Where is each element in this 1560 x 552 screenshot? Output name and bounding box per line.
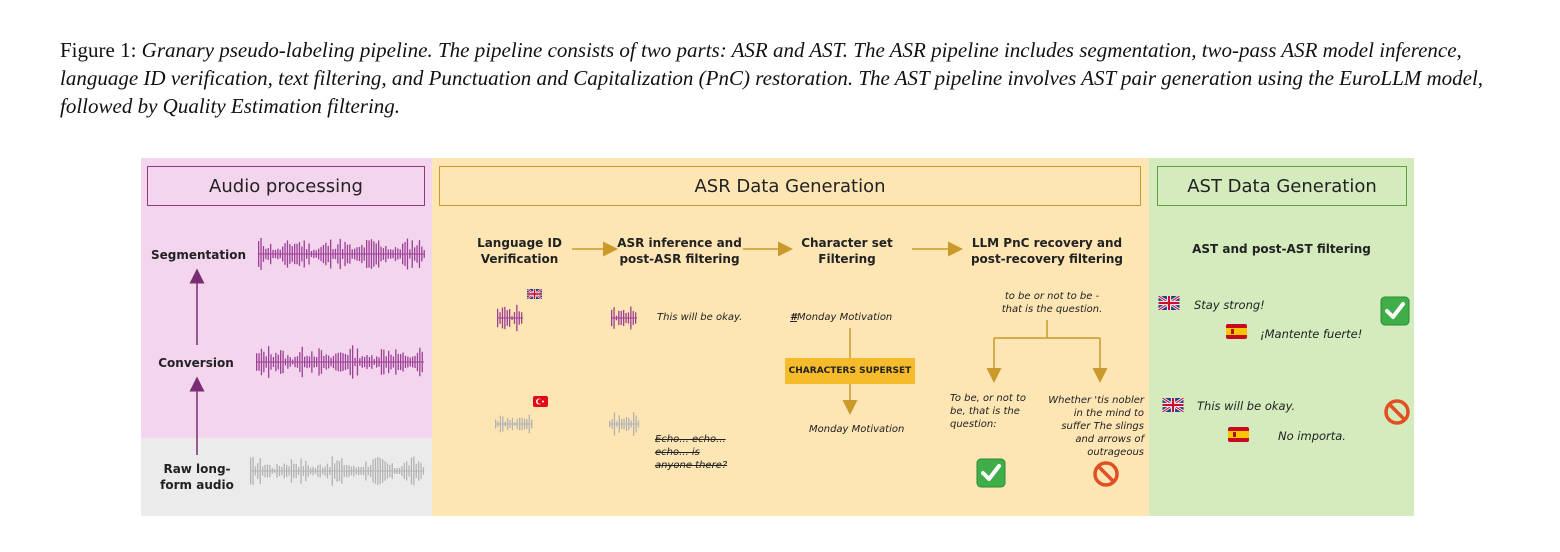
hash-symbol: # <box>790 312 797 323</box>
asr-data-generation-title: ASR Data Generation <box>439 166 1141 206</box>
turkey-flag-icon <box>533 396 548 407</box>
asr-inference-label: ASR inference and post-ASR filtering <box>617 236 742 266</box>
waveform-icon <box>497 304 523 332</box>
waveform-icon <box>258 237 425 271</box>
ast-data-generation-title: AST Data Generation <box>1157 166 1407 206</box>
uk-flag-icon <box>1162 398 1184 412</box>
waveform-icon <box>609 411 640 437</box>
charset-filtering-label: Character set Filtering <box>801 236 893 266</box>
audio-processing-title: Audio processing <box>147 166 425 206</box>
raw-audio-label: Raw long-form audio <box>160 462 234 492</box>
prohibited-icon <box>1384 399 1410 425</box>
waveform-icon <box>495 414 533 434</box>
check-icon <box>976 458 1006 488</box>
superset-label: CHARACTERS SUPERSET <box>788 366 912 376</box>
monday-raw-words: Monday Motivation <box>796 312 893 323</box>
ast-pair1-es: ¡Mantente fuerte! <box>1260 327 1363 341</box>
characters-superset-box: CHARACTERS SUPERSET <box>785 358 915 384</box>
echo-transcript: Echo... echo... echo... is anyone there? <box>655 434 728 471</box>
language-id-label: Language ID Verification <box>477 236 562 266</box>
hamlet-input-text: to be or not to be - that is the questio… <box>1001 291 1103 315</box>
prohibited-icon <box>1093 461 1119 487</box>
waveform-icon <box>250 456 425 486</box>
ast-pair2-en: This will be okay. <box>1197 399 1296 413</box>
pnc-recovery-label: LLM PnC recovery and post-recovery filte… <box>970 236 1124 266</box>
hamlet-good-text: To be, or not to be, that is the questio… <box>950 393 1027 430</box>
hamlet-bad-text: Whether 'tis nobler in the mind to suffe… <box>1048 395 1144 458</box>
ast-pair2-es: No importa. <box>1278 429 1346 443</box>
okay-transcript: This will be okay. <box>657 312 743 323</box>
figure-caption: Figure 1: Granary pseudo-labeling pipeli… <box>60 36 1510 120</box>
segmentation-label: Segmentation <box>151 248 247 262</box>
caption-body: Granary pseudo-labeling pipeline. The pi… <box>60 38 1484 118</box>
spain-flag-icon <box>1228 427 1249 442</box>
spain-flag-icon <box>1226 324 1247 339</box>
waveform-icon <box>256 345 424 379</box>
ast-data-generation-panel: AST Data Generation AST and post-AST fil… <box>1149 158 1414 516</box>
check-icon <box>1380 296 1410 326</box>
caption-lead: Figure 1: <box>60 38 142 62</box>
monday-clean-text: Monday Motivation <box>809 424 905 435</box>
conversion-label: Conversion <box>158 356 234 370</box>
ast-pair1-en: Stay strong! <box>1194 298 1265 312</box>
ast-filtering-label: AST and post-AST filtering <box>1192 242 1371 256</box>
waveform-icon <box>611 306 637 330</box>
asr-data-generation-panel: ASR Data Generation Language ID Verifica… <box>432 158 1149 516</box>
uk-flag-icon <box>527 289 542 299</box>
uk-flag-icon <box>1158 296 1180 310</box>
monday-raw-text: #Monday Motivation <box>790 311 892 324</box>
